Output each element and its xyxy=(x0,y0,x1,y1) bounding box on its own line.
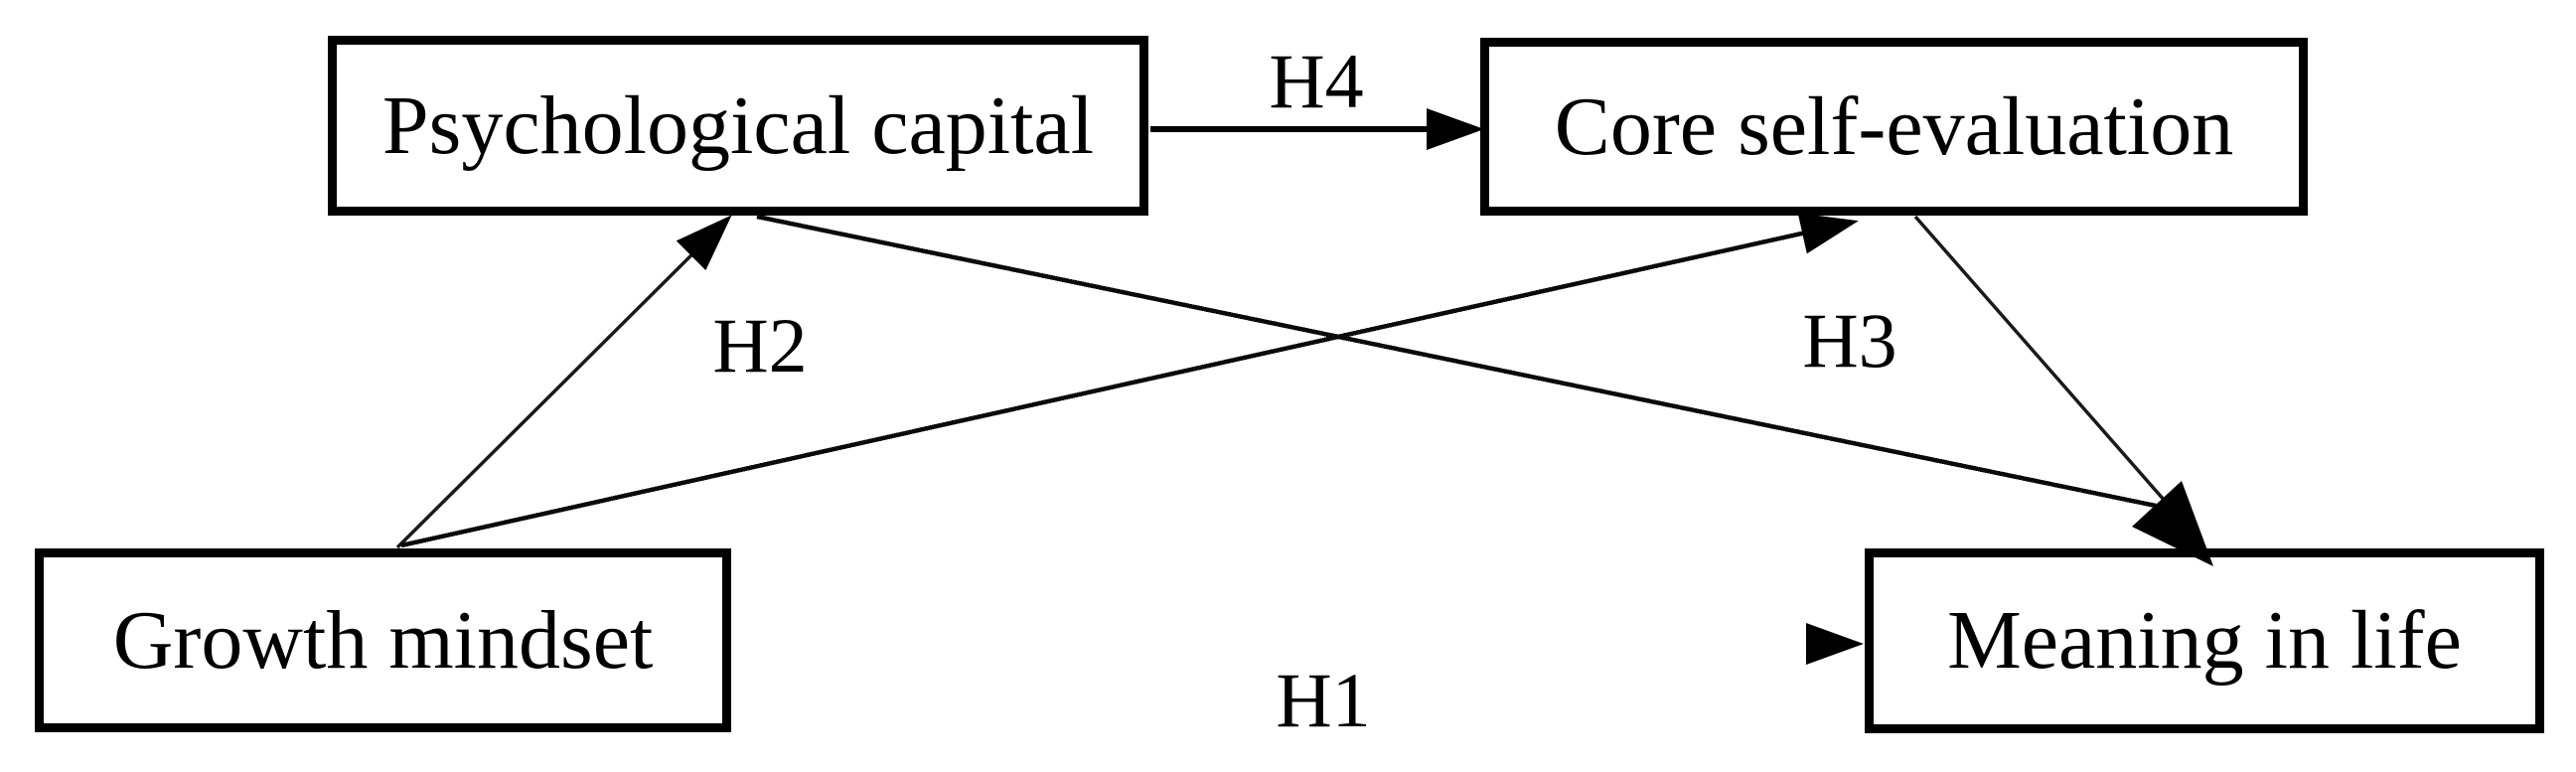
arrow-growth-to-core xyxy=(400,213,1859,548)
arrow-h3 xyxy=(1913,215,2174,511)
node-meaning-in-life-label: Meaning in life xyxy=(1947,594,2462,687)
edge-label-h1: H1 xyxy=(1276,657,1371,743)
node-psychological-capital-label: Psychological capital xyxy=(381,78,1095,172)
node-meaning-in-life: Meaning in life xyxy=(1865,548,2544,733)
arrow-psycap-to-meaning xyxy=(756,214,2157,509)
node-core-self-evaluation: Core self-evaluation xyxy=(1480,38,2308,216)
node-growth-mindset: Growth mindset xyxy=(35,548,731,732)
edge-label-h2: H2 xyxy=(712,302,808,388)
edge-label-h4: H4 xyxy=(1269,38,1364,124)
edge-label-h3: H3 xyxy=(1802,297,1897,384)
node-core-self-evaluation-label: Core self-evaluation xyxy=(1554,79,2234,173)
node-psychological-capital: Psychological capital xyxy=(328,36,1148,216)
node-growth-mindset-label: Growth mindset xyxy=(112,593,654,687)
arrow-h2 xyxy=(395,215,732,549)
